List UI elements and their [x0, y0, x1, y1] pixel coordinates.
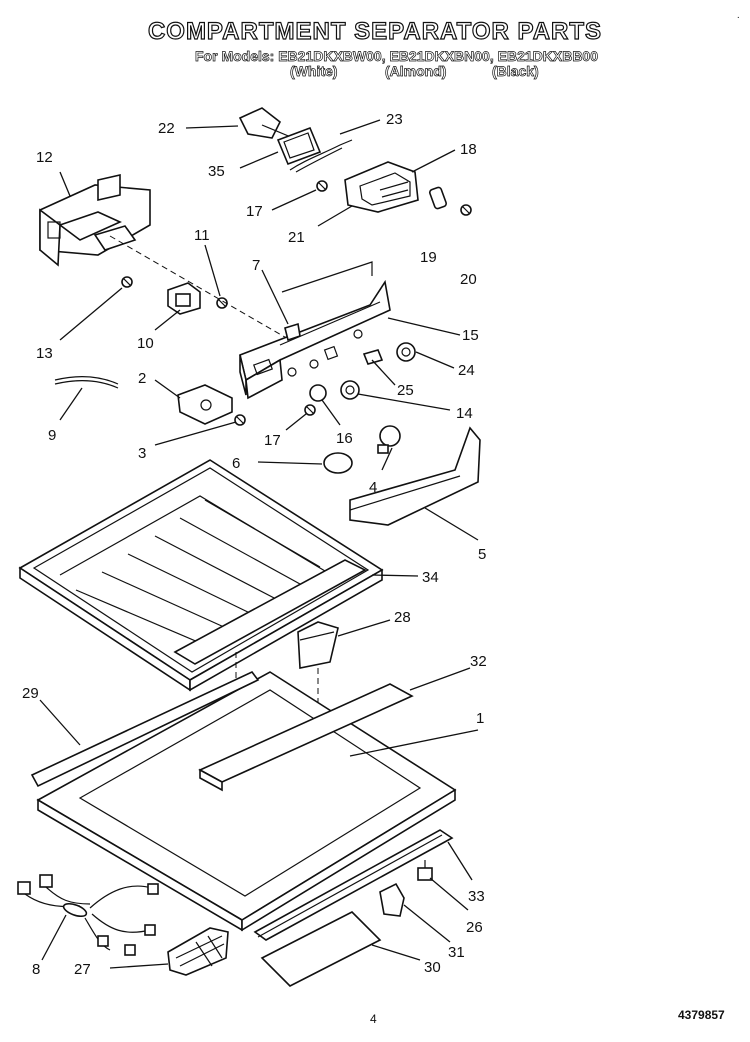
- callout-17-lower: 17: [264, 432, 281, 449]
- part-22-knob: [238, 107, 299, 141]
- corner-mark: ·: [736, 12, 740, 23]
- callout-29: 29: [22, 685, 39, 702]
- part-8-wire-harness: [17, 874, 159, 956]
- part-27-cover: [167, 927, 229, 976]
- callout-19: 19: [420, 249, 437, 266]
- color-black: (Black): [492, 63, 539, 80]
- part-35-gasket: [276, 126, 322, 166]
- callout-21: 21: [288, 229, 305, 246]
- callout-14: 14: [456, 405, 473, 422]
- part-34-divider-assembly: [18, 459, 384, 692]
- callout-9: 9: [48, 427, 56, 444]
- part-4-bulb: [377, 425, 401, 454]
- callout-33: 33: [468, 888, 485, 905]
- callout-4: 4: [369, 479, 377, 496]
- part-6-lens: [323, 452, 353, 474]
- callout-25: 25: [397, 382, 414, 399]
- part-32-trim: [198, 683, 414, 792]
- part-16-cap: [309, 384, 327, 402]
- callout-18: 18: [460, 141, 477, 158]
- part-33-rail: [253, 829, 454, 941]
- part-14-knob: [340, 380, 360, 400]
- callout-3: 3: [138, 445, 146, 462]
- color-white: (White): [290, 63, 338, 80]
- page-title: COMPARTMENT SEPARATOR PARTS: [147, 17, 603, 45]
- callout-35: 35: [208, 163, 225, 180]
- callout-30: 30: [424, 959, 441, 976]
- callout-27: 27: [74, 961, 91, 978]
- callout-12: 12: [36, 149, 53, 166]
- leader-lines: [39, 119, 479, 969]
- callout-17-upper: 17: [246, 203, 263, 220]
- callout-6: 6: [232, 455, 240, 472]
- callout-16: 16: [336, 430, 353, 447]
- page-number: 4: [370, 1012, 377, 1026]
- part-18-light-socket: [344, 161, 419, 213]
- callout-34: 34: [422, 569, 439, 586]
- callout-31: 31: [448, 944, 465, 961]
- callout-10: 10: [137, 335, 154, 352]
- part-30-label: [260, 911, 382, 987]
- callout-13: 13: [36, 345, 53, 362]
- callout-22: 22: [158, 120, 175, 137]
- part-13-screw: [121, 276, 133, 288]
- part-28-block: [297, 621, 339, 669]
- part-15-control-bracket: [239, 279, 391, 400]
- callout-26: 26: [466, 919, 483, 936]
- callout-28: 28: [394, 609, 411, 626]
- part-23-wire: [289, 139, 353, 173]
- part-31-clip: [379, 882, 405, 917]
- callout-8: 8: [32, 961, 40, 978]
- part-20-screw: [460, 204, 472, 216]
- callout-15: 15: [462, 327, 479, 344]
- callout-24: 24: [458, 362, 475, 379]
- callout-2: 2: [138, 370, 146, 387]
- part-11-screw: [216, 297, 228, 309]
- part-17-screw-lower: [304, 404, 316, 416]
- part-26-plug: [417, 860, 433, 881]
- part-7-clip: [284, 322, 301, 342]
- part-17-screw-upper: [316, 180, 328, 192]
- part-9-wire: [54, 375, 119, 385]
- part-3-screw: [234, 414, 246, 426]
- part-25-spring: [362, 349, 384, 365]
- document-number: 4379857: [678, 1008, 725, 1022]
- callout-1: 1: [476, 710, 484, 727]
- part-1-separator-panel: [36, 671, 457, 932]
- callout-labels: 22 23 35 17 18 21 19 20 12 11 7 10 13 15…: [22, 111, 487, 978]
- callout-7: 7: [252, 257, 260, 274]
- part-12-control-housing: [39, 173, 151, 267]
- part-29-strip: [30, 670, 260, 788]
- callout-23: 23: [386, 111, 403, 128]
- part-2-thermostat: [177, 384, 233, 425]
- part-24-knob: [396, 342, 416, 362]
- models-line: For Models: EB21DKXBW00, EB21DKXBN00, EB…: [195, 48, 599, 65]
- callout-20: 20: [460, 271, 477, 288]
- part-19-sleeve: [428, 186, 448, 210]
- part-10-switch: [167, 282, 201, 315]
- part-5-light-cover: [349, 426, 481, 526]
- callout-32: 32: [470, 653, 487, 670]
- color-almond: (Almond): [385, 63, 447, 80]
- callout-11: 11: [194, 227, 210, 244]
- callout-5: 5: [478, 546, 486, 563]
